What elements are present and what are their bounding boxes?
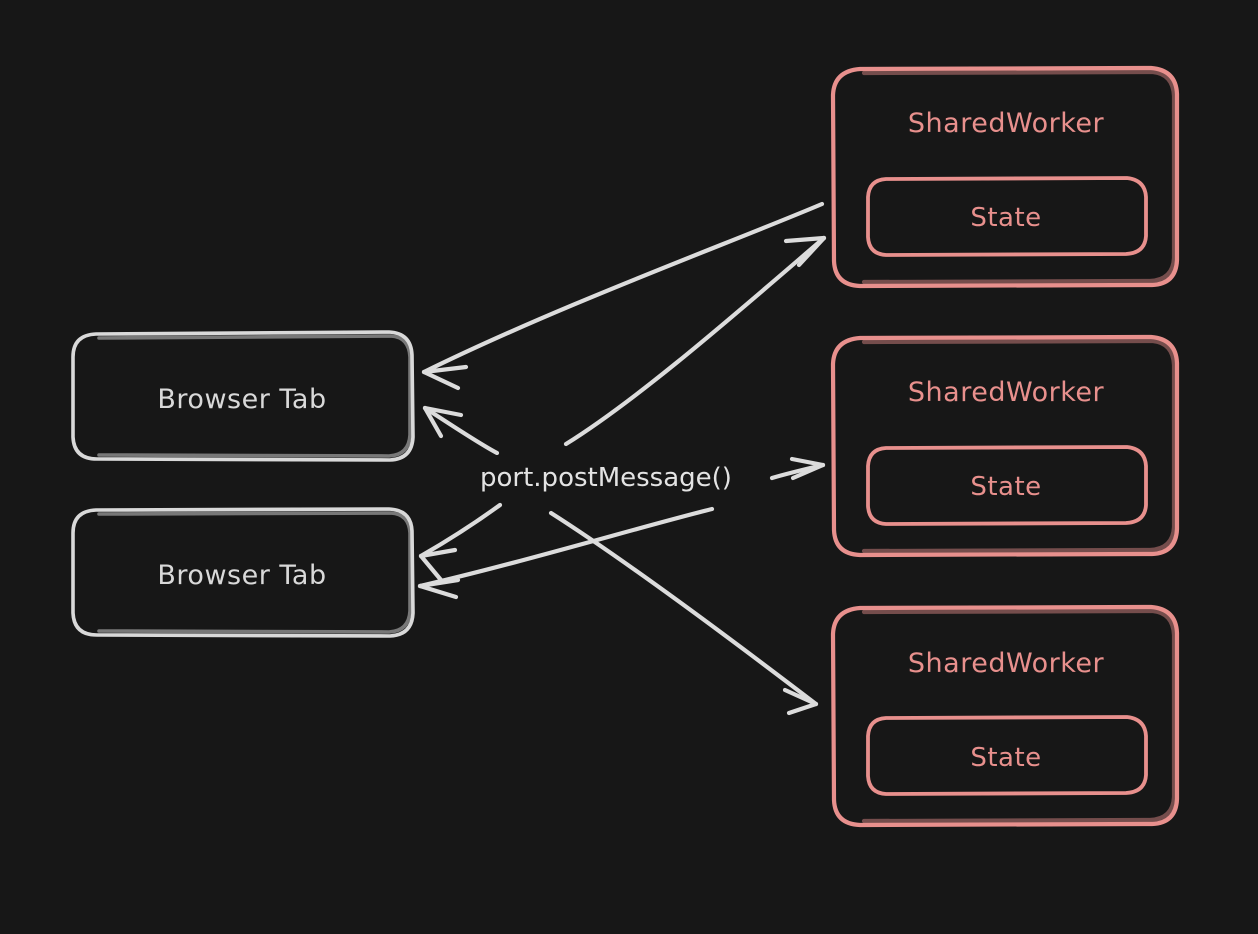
edge-label-backdrop <box>474 455 766 491</box>
shared-worker-3-state-box[interactable]: State <box>866 715 1148 796</box>
edge-center-to-worker2[interactable] <box>769 456 826 481</box>
edge-center-to-tab2a[interactable] <box>418 502 503 583</box>
browser-tab-2[interactable]: Browser Tab <box>71 507 415 638</box>
shared-worker-1-state-label: State <box>970 203 1041 233</box>
port-post-message-label: port.postMessage() <box>480 463 732 493</box>
edges-layer <box>417 201 827 716</box>
edge-center-to-tab1[interactable] <box>422 405 500 456</box>
shared-worker-3-state-label: State <box>970 743 1041 773</box>
browser-tab-1-label: Browser Tab <box>157 384 326 415</box>
shared-worker-1-state-box[interactable]: State <box>866 176 1148 257</box>
shared-worker-1-label: SharedWorker <box>908 108 1105 139</box>
edge-worker1-to-tab1[interactable] <box>421 201 825 391</box>
shared-worker-3[interactable]: SharedWorker State <box>830 604 1180 828</box>
browser-tab-2-label: Browser Tab <box>157 560 326 591</box>
browser-tab-1[interactable]: Browser Tab <box>71 330 415 462</box>
edge-center-to-worker1[interactable] <box>563 235 827 447</box>
edge-worker3-to-tab2[interactable] <box>417 506 715 600</box>
edge-label-group: port.postMessage() <box>474 455 766 493</box>
shared-worker-2-label: SharedWorker <box>908 377 1105 408</box>
shared-worker-2-state-label: State <box>970 472 1041 502</box>
shared-workers-layer: SharedWorker State SharedWorker State <box>830 65 1180 828</box>
shared-worker-3-label: SharedWorker <box>908 648 1105 679</box>
browser-tabs-layer: Browser Tab Browser Tab <box>71 330 415 638</box>
shared-worker-2[interactable]: SharedWorker State <box>830 334 1180 558</box>
shared-worker-2-state-box[interactable]: State <box>866 445 1148 526</box>
shared-worker-1[interactable]: SharedWorker State <box>830 65 1180 289</box>
edge-center-to-worker3[interactable] <box>548 510 819 716</box>
